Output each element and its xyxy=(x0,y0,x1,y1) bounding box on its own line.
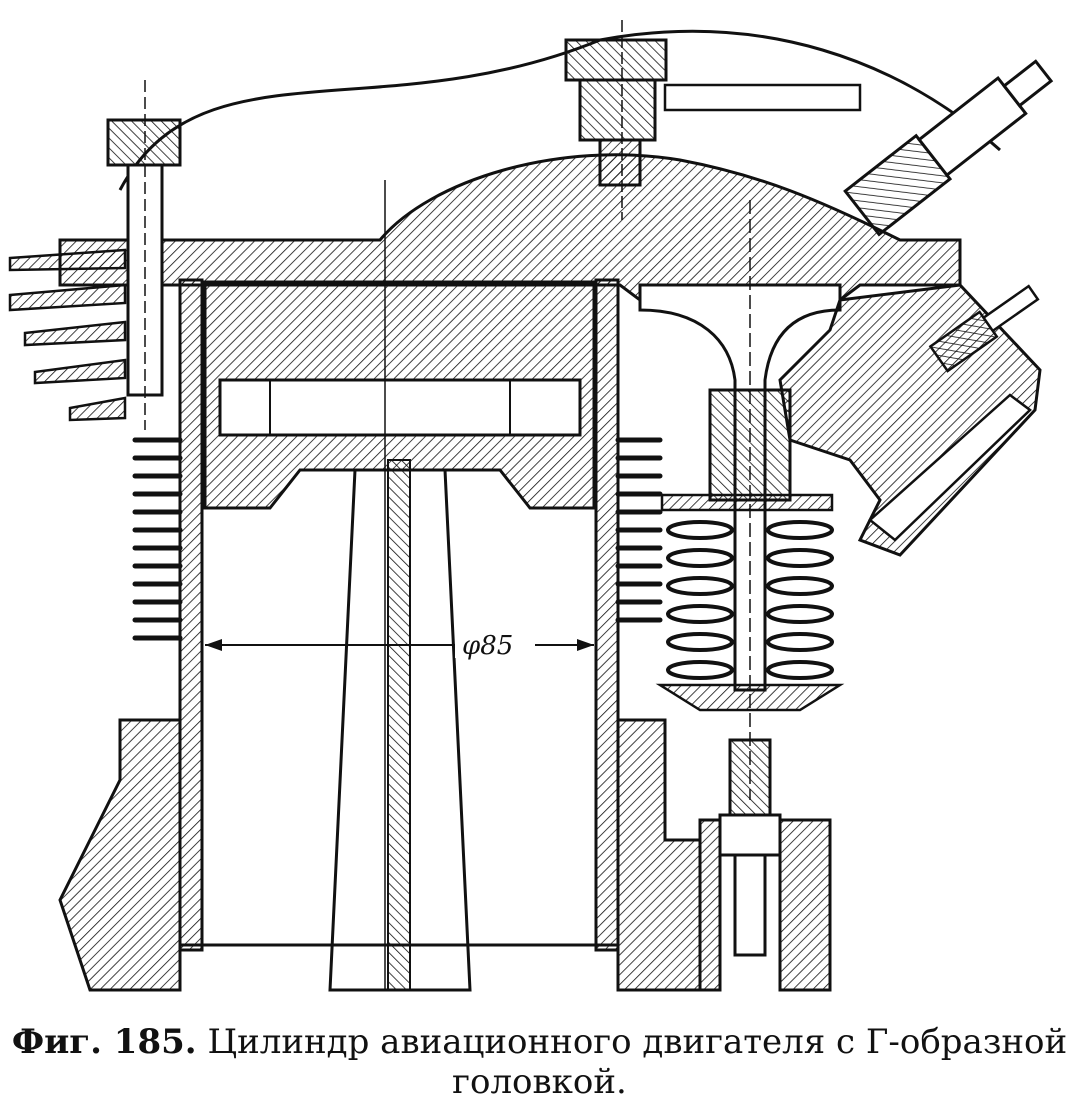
valve-spring xyxy=(666,520,834,680)
piston-pin xyxy=(218,378,582,437)
caption-line-1: Фиг. 185. Цилиндр авиационного двигателя… xyxy=(0,1022,1079,1062)
caption-line-2: головкой. xyxy=(452,1062,627,1102)
cylinder-head xyxy=(58,153,962,302)
caption-text-1: Цилиндр авиационного двигателя с Г-образ… xyxy=(207,1022,1068,1062)
spring-retainer-bottom xyxy=(655,683,845,712)
figure-caption: Фиг. 185. Цилиндр авиационного двигателя… xyxy=(0,1022,1079,1102)
figure-number: Фиг. 185. xyxy=(11,1022,197,1062)
head-bolt-left xyxy=(106,80,182,430)
bore-diameter-label: φ85 xyxy=(462,631,513,661)
spark-plug-top xyxy=(564,20,862,220)
cylinder-section-drawing: φ85 xyxy=(8,20,1054,992)
valve-guide xyxy=(708,388,792,502)
bore-dimension: φ85 xyxy=(205,626,594,661)
barrel-cooling-fins-right xyxy=(615,437,663,623)
crankcase-flange-right xyxy=(616,718,702,992)
head-cooling-fins-left xyxy=(8,248,127,422)
spark-plug-side xyxy=(843,59,1054,237)
cylinder-wall-right xyxy=(594,278,620,952)
valve-tappet xyxy=(718,738,782,957)
spring-retainer-top xyxy=(660,493,834,512)
barrel-cooling-fins-left xyxy=(132,437,183,641)
exhaust-fitting xyxy=(928,284,1040,373)
crankcase-flange-left xyxy=(58,718,182,992)
cylinder-wall-left xyxy=(178,278,204,952)
tappet-guide-housing xyxy=(698,818,832,992)
